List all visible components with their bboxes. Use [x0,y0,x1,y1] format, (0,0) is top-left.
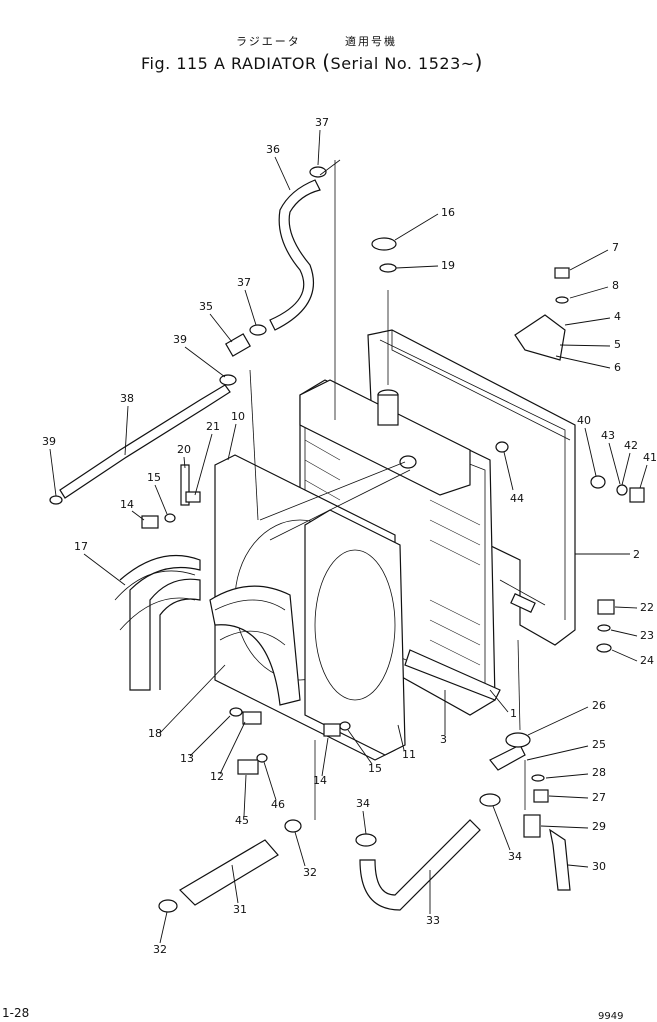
callout-34b: 34 [508,850,522,863]
callout-28: 28 [592,766,606,779]
serial-text: Serial No. 1523~ [330,54,475,73]
callout-21: 21 [206,420,220,433]
callout-43: 43 [601,429,615,442]
page-number: 1-28 [2,1006,30,1020]
callout-10: 10 [231,410,245,423]
drawing-code: 9949 [598,1011,624,1022]
serial-japanese-label: 適用号機 [345,33,397,49]
callout-8: 8 [612,279,619,292]
callout-34a: 34 [356,797,370,810]
callout-37b: 37 [237,276,251,289]
callout-38: 38 [120,392,134,405]
callout-5: 5 [614,338,621,351]
part-name: RADIATOR [230,54,317,73]
callout-36: 36 [266,143,280,156]
callout-45: 45 [235,814,249,827]
callout-1: 1 [510,707,517,720]
callout-31: 31 [233,903,247,916]
callout-32b: 32 [153,943,167,956]
fan-guard-18 [209,585,301,706]
callout-35: 35 [199,300,213,313]
figure-title: Fig. 115 A RADIATOR (Serial No. 1523~) [141,50,483,74]
callout-19: 19 [441,259,455,272]
callout-24: 24 [640,654,654,667]
callout-18: 18 [148,727,162,740]
callout-20: 20 [177,443,191,456]
callout-42: 42 [624,439,638,452]
fan-guard-17 [114,554,201,691]
upper-hose-36 [269,179,321,331]
lower-hose-33 [359,819,481,911]
callout-46: 46 [271,798,285,811]
callout-41: 41 [643,451,657,464]
callouts: 37 36 16 19 7 8 4 5 6 35 37 39 38 [42,116,657,956]
drain-pipe-38 [59,384,231,499]
callout-39b: 39 [42,435,56,448]
callout-2: 2 [633,548,640,561]
callout-16: 16 [441,206,455,219]
callout-29: 29 [592,820,606,833]
callout-39a: 39 [173,333,187,346]
callout-44: 44 [510,492,524,505]
fan-shroud [304,509,406,756]
callout-27: 27 [592,791,606,804]
title-japanese: ラジエータ [236,33,301,49]
callout-25: 25 [592,738,606,751]
lower-hose-31 [179,839,279,906]
callout-23: 23 [640,629,654,642]
callout-4: 4 [614,310,621,323]
callout-30: 30 [592,860,606,873]
callout-15a: 15 [147,471,161,484]
callout-14b: 14 [313,774,327,787]
title-jp-text: ラジエータ [236,35,301,48]
serial-jp-text: 適用号機 [345,35,397,48]
callout-11: 11 [402,748,416,761]
callout-17: 17 [74,540,88,553]
connector-lines [249,159,526,820]
callout-22: 22 [640,601,654,614]
callout-15b: 15 [368,762,382,775]
callout-33: 33 [426,914,440,927]
callout-40: 40 [577,414,591,427]
callout-14a: 14 [120,498,134,511]
callout-32a: 32 [303,866,317,879]
callout-12: 12 [210,770,224,783]
figure-label: Fig. 115 A [141,54,226,73]
callout-6: 6 [614,361,621,374]
pipe-25-30 [489,744,571,891]
callout-37a: 37 [315,116,329,129]
callout-3: 3 [440,733,447,746]
small-parts [49,166,645,913]
callout-7: 7 [612,241,619,254]
callout-26: 26 [592,699,606,712]
